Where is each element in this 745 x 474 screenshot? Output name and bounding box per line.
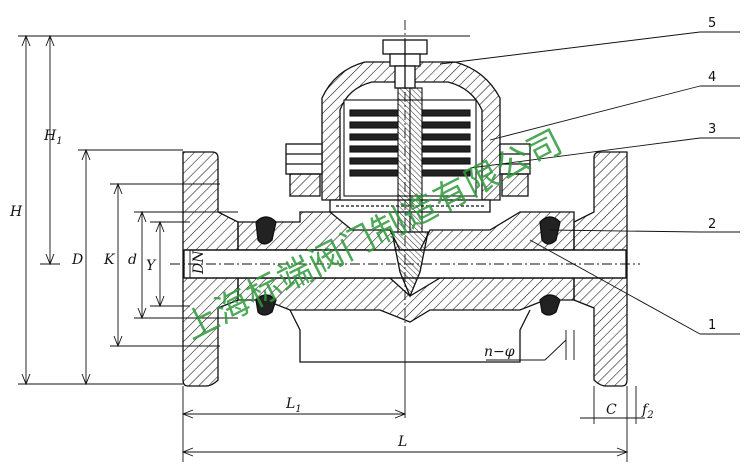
dim-d: d (128, 252, 137, 268)
left-seal-lower (255, 294, 277, 316)
dim-H1: H1 (43, 128, 63, 147)
dim-C: C (606, 402, 617, 418)
dim-f2: f2 (641, 402, 654, 421)
bimetal-element (343, 87, 477, 233)
bottom-foot (289, 309, 531, 363)
bonnet (285, 39, 531, 213)
part-number-1: 1 (708, 318, 716, 333)
part-number-5: 5 (708, 16, 716, 31)
part-number-3: 3 (708, 122, 716, 137)
dim-DN: DN (191, 250, 207, 275)
dim-n-phi: n−φ (484, 344, 515, 360)
part-numbers: 5 4 3 2 1 (708, 16, 716, 333)
right-seal (539, 216, 561, 245)
left-bolt (285, 143, 323, 175)
part-number-2: 2 (708, 217, 716, 232)
dim-Y: Y (146, 258, 157, 274)
dim-L: L (397, 434, 407, 450)
right-seal-lower (539, 294, 561, 316)
part-number-4: 4 (708, 70, 716, 85)
left-seal (255, 216, 277, 245)
dimension-lines (18, 20, 740, 462)
dim-L1: L1 (285, 396, 302, 415)
dim-H: H (9, 204, 23, 220)
dimension-labels: H H1 D K d Y DN L1 L C f2 n−φ (9, 128, 654, 450)
dim-D: D (71, 252, 83, 268)
dim-K: K (103, 252, 116, 268)
